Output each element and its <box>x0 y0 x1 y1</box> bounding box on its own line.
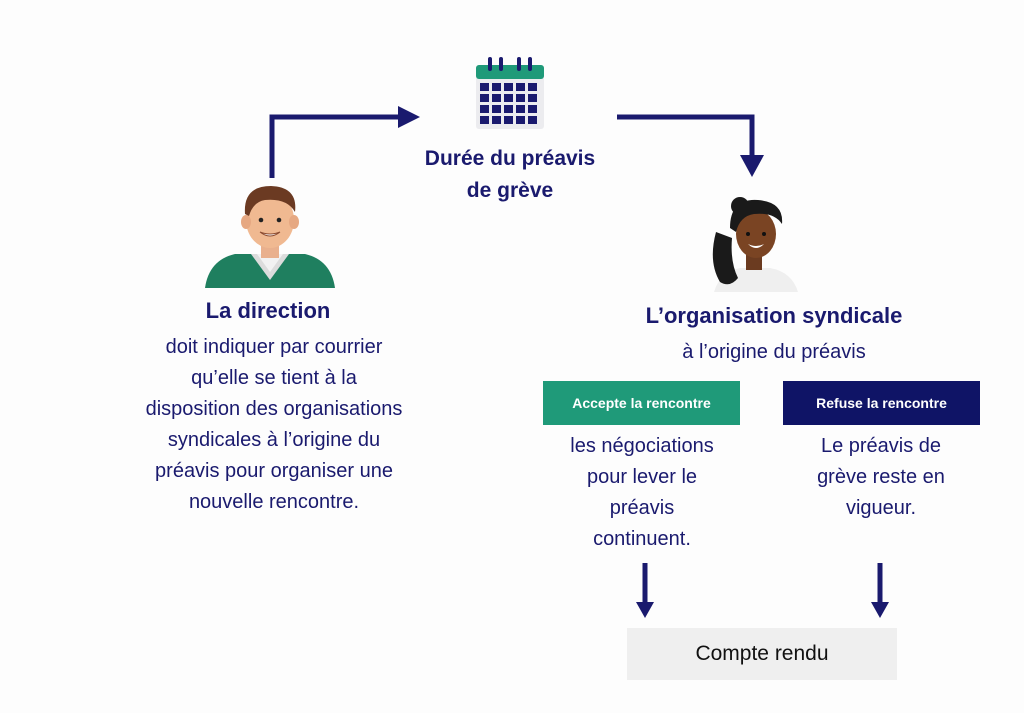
accept-line: pour lever le <box>586 466 698 488</box>
accept-line: continuent. <box>593 528 691 550</box>
calendar-icon <box>476 57 544 129</box>
arrowhead-down-organisation <box>740 155 764 177</box>
man-avatar-icon <box>205 186 335 288</box>
organisation-heading: L’organisation syndicale <box>645 303 903 328</box>
direction-description: doit indiquer par courrier qu’elle se ti… <box>90 332 458 518</box>
woman-avatar-icon <box>712 197 798 292</box>
accept-line: préavis <box>609 497 675 519</box>
duree-title: Durée du préavis de grève <box>390 143 630 207</box>
direction-line: préavis pour organiser une <box>155 460 393 482</box>
organisation-subheading: à l’origine du préavis <box>682 341 866 363</box>
direction-line: qu’elle se tient à la <box>191 367 357 389</box>
direction-heading: La direction <box>205 298 331 323</box>
arrow-direction-to-duree <box>269 114 400 178</box>
direction-line: disposition des organisations <box>145 398 403 420</box>
direction-line: nouvelle rencontre. <box>188 491 360 513</box>
compte-rendu-box: Compte rendu <box>627 628 897 680</box>
duree-title-line1: Durée du préavis <box>424 147 596 170</box>
direction-line: syndicales à l’origine du <box>167 429 381 451</box>
accept-description: les négociations pour lever le préavis c… <box>530 431 754 555</box>
refuse-line: Le préavis de <box>820 435 942 457</box>
duree-title-line2: de grève <box>466 179 554 202</box>
direction-line: doit indiquer par courrier <box>165 336 383 358</box>
accept-badge: Accepte la rencontre <box>543 381 740 425</box>
refuse-description: Le préavis de grève reste en vigueur. <box>768 431 994 524</box>
arrowhead-right <box>398 106 420 128</box>
arrowhead-down-refuse <box>871 602 889 618</box>
arrowhead-down-accept <box>636 602 654 618</box>
refuse-badge: Refuse la rencontre <box>783 381 980 425</box>
arrow-duree-to-organisation <box>617 114 755 157</box>
accept-line: les négociations <box>570 435 714 457</box>
refuse-line: grève reste en <box>817 466 945 488</box>
refuse-line: vigueur. <box>845 497 917 519</box>
